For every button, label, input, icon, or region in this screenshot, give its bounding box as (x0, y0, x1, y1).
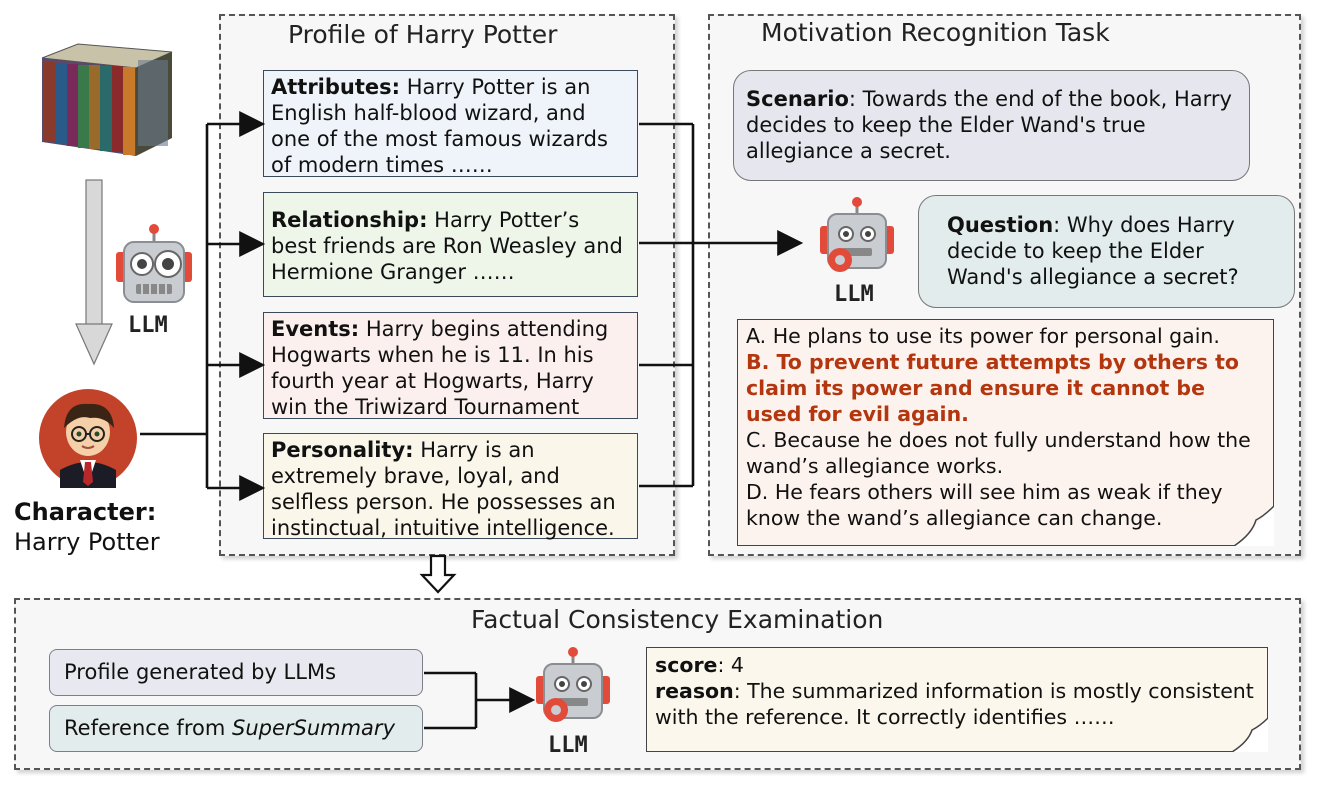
page-curl-icon (1233, 505, 1275, 547)
options-box: A. He plans to use its power for persona… (737, 319, 1274, 546)
profile-generated-pill: Profile generated by LLMs (49, 649, 423, 696)
question-bubble: Question: Why does Harry decide to keep … (918, 195, 1295, 308)
question-label: Question (947, 213, 1054, 237)
down-arrow-icon (72, 178, 116, 368)
reason-text: : The summarized information is mostly c… (655, 679, 1254, 729)
personality-text: Harry is an extremely brave, loyal, and … (271, 438, 616, 540)
llm-label: LLM (548, 733, 588, 758)
robot-icon (534, 646, 612, 726)
score-value: : 4 (717, 653, 744, 677)
relationship-card: Relationship: Harry Potter’s best friend… (263, 192, 638, 297)
motivation-title: Motivation Recognition Task (761, 18, 1110, 47)
personality-label: Personality: (271, 438, 414, 462)
personality-card: Personality: Harry is an extremely brave… (263, 433, 638, 540)
events-text: Harry begins attending Hogwarts when he … (271, 317, 609, 419)
llm-label: LLM (128, 313, 168, 338)
relationship-text: Harry Potter’s best friends are Ron Weas… (271, 208, 623, 284)
result-box: score: 4 reason: The summarized informat… (646, 647, 1268, 752)
reference-prefix: Reference from (64, 716, 232, 740)
option-b-answer: B. To prevent future attempts by others … (746, 350, 1239, 426)
option-a: A. He plans to use its power for persona… (746, 324, 1220, 348)
character-avatar (38, 388, 138, 488)
reference-source: SuperSummary (231, 716, 395, 740)
reference-pill: Reference from SuperSummary (49, 705, 423, 752)
page-curl-icon (1231, 717, 1269, 753)
score-label: score (655, 653, 718, 677)
option-d: D. He fears others will see him as weak … (746, 480, 1223, 530)
robot-icon (818, 196, 896, 276)
attributes-card: Attributes: Harry Potter is an English h… (263, 70, 638, 177)
scenario-bubble: Scenario: Towards the end of the book, H… (733, 70, 1250, 181)
book-set-image (38, 38, 176, 160)
events-card: Events: Harry begins attending Hogwarts … (263, 312, 638, 419)
scenario-label: Scenario (746, 87, 849, 111)
character-label: Character: (14, 498, 157, 526)
factual-title: Factual Consistency Examination (471, 605, 884, 634)
reason-label: reason (655, 679, 734, 703)
relationship-label: Relationship: (271, 208, 428, 232)
events-label: Events: (271, 317, 360, 341)
question-text: : Why does Harry decide to keep the Elde… (947, 213, 1239, 289)
robot-icon (112, 222, 196, 306)
attributes-text: Harry Potter is an English half-blood wi… (271, 75, 608, 177)
llm-label: LLM (834, 282, 874, 307)
attributes-label: Attributes: (271, 75, 401, 99)
scenario-text: : Towards the end of the book, Harry dec… (746, 87, 1232, 163)
character-name: Harry Potter (14, 528, 160, 556)
option-c: C. Because he does not fully understand … (746, 428, 1251, 478)
profile-title: Profile of Harry Potter (288, 20, 558, 49)
